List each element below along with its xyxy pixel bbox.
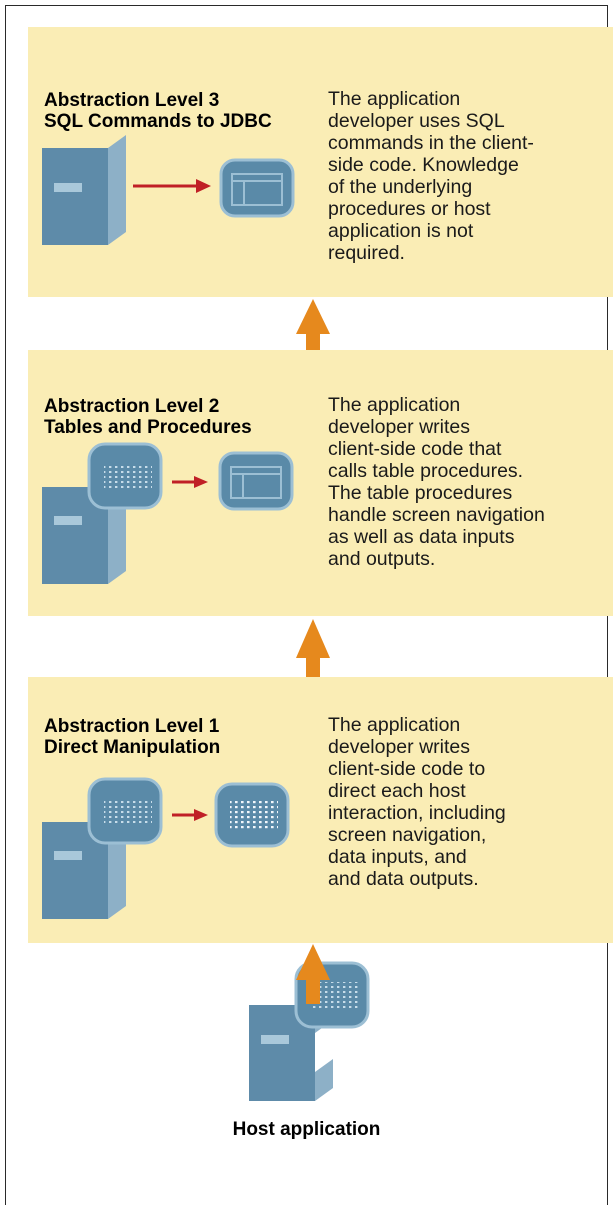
level-3-title: Abstraction Level 3 SQL Commands to JDBC <box>44 90 272 132</box>
level-1-description: The application developer writes client-… <box>328 714 506 890</box>
level-2-desc-line: as well as data inputs <box>328 526 515 548</box>
level-2-desc-line: The application <box>328 394 461 416</box>
level-1-desc-line: interaction, including <box>328 802 506 824</box>
level-3-desc-line: The application <box>328 88 461 110</box>
level-3-desc-line: developer uses SQL <box>328 110 505 132</box>
server-icon <box>42 809 126 919</box>
level-2-description: The application developer writes client-… <box>328 394 545 570</box>
level-2-title-line-1: Abstraction Level 2 <box>44 396 220 417</box>
level-1-desc-line: data inputs, and <box>328 846 467 868</box>
terminal-screen-icon <box>87 777 163 845</box>
level-1-desc-line: developer writes <box>328 736 470 758</box>
level-2-desc-line: The table procedures <box>328 482 513 504</box>
level-2-desc-line: client-side code that <box>328 438 502 460</box>
level-1-title-line-2: Direct Manipulation <box>44 737 221 758</box>
level-3-desc-line: required. <box>328 242 405 264</box>
level-1-desc-line: and data outputs. <box>328 868 479 890</box>
level-3-title-line-2: SQL Commands to JDBC <box>44 111 272 132</box>
orange-up-arrow-icon <box>296 299 330 350</box>
level-2-title: Abstraction Level 2 Tables and Procedure… <box>44 396 252 438</box>
red-arrow-icon <box>172 809 208 821</box>
level-1-desc-line: direct each host <box>328 780 466 802</box>
table-window-icon <box>219 158 295 218</box>
orange-up-arrow-icon <box>296 619 330 677</box>
red-arrow-icon <box>172 476 208 488</box>
data-grid-screen-icon <box>214 782 290 848</box>
level-2-desc-line: handle screen navigation <box>328 504 545 526</box>
level-3-description: The application developer uses SQL comma… <box>328 88 534 264</box>
level-2-title-line-2: Tables and Procedures <box>44 417 252 438</box>
level-1-desc-line: client-side code to <box>328 758 486 780</box>
table-window-icon <box>218 451 294 511</box>
level-2-desc-line: developer writes <box>328 416 470 438</box>
level-3-title-line-1: Abstraction Level 3 <box>44 90 220 111</box>
level-1-title: Abstraction Level 1 Direct Manipulation <box>44 716 220 758</box>
level-3-desc-line: commands in the client- <box>328 132 534 154</box>
level-1-desc-line: The application <box>328 714 461 736</box>
level-1-title-line-1: Abstraction Level 1 <box>44 716 220 737</box>
level-3-desc-line: procedures or host <box>328 198 491 220</box>
level-3-desc-line: application is not <box>328 220 474 242</box>
orange-up-arrow-icon <box>296 944 330 1004</box>
level-2-desc-line: and outputs. <box>328 548 436 570</box>
terminal-screen-icon <box>87 442 163 510</box>
host-application-label: Host application <box>232 1119 381 1140</box>
level-3-desc-line: of the underlying <box>328 176 473 198</box>
red-arrow-icon <box>133 179 211 193</box>
server-icon <box>42 135 126 245</box>
level-1-desc-line: screen navigation, <box>328 824 487 846</box>
level-3-desc-line: side code. Knowledge <box>328 154 519 176</box>
level-2-desc-line: calls table procedures. <box>328 460 524 482</box>
